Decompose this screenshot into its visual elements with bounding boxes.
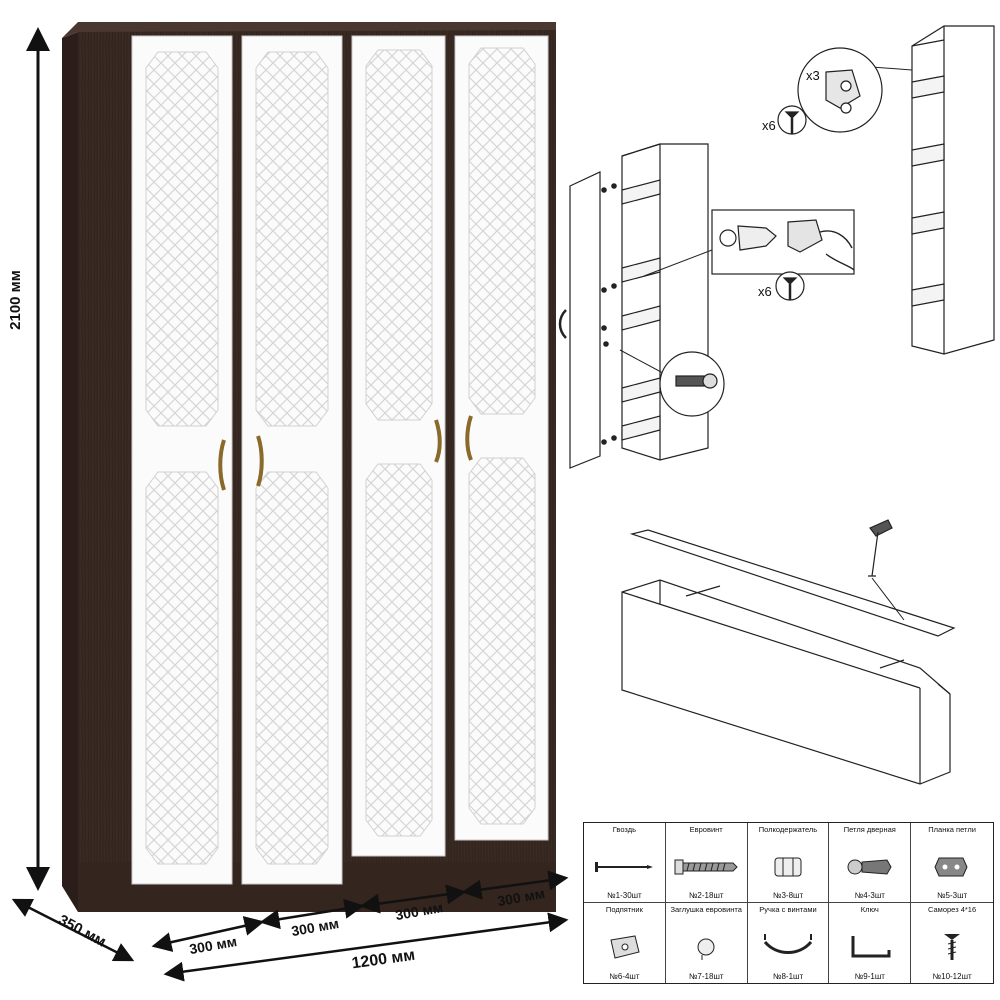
wardrobe <box>62 22 556 912</box>
part-count: №2-18шт <box>688 891 724 900</box>
part-name: Подпятник <box>605 905 643 914</box>
tall-cabinet-diagram: x3 x6 <box>762 25 995 355</box>
part-name: Ключ <box>860 905 879 914</box>
base-assembly-diagram <box>621 519 956 785</box>
confirmat-screw-callout <box>659 351 725 417</box>
part-count: №7-18шт <box>688 972 724 981</box>
part-name: Полкодержатель <box>758 825 818 834</box>
screw-icon-mid <box>775 271 805 301</box>
part-cell-nail: Гвоздь №1-30шт <box>584 823 666 903</box>
door-width-2: 300 мм <box>290 915 340 939</box>
hex-key-icon <box>851 936 891 958</box>
part-name: Саморез 4*16 <box>928 905 977 914</box>
part-cell-shelf-holder: Полкодержатель №3-8шт <box>747 823 830 903</box>
hinge-qty: x3 <box>806 68 820 83</box>
part-name: Евровинт <box>689 825 723 834</box>
euroscrew-icon <box>674 859 738 874</box>
part-count: №1-30шт <box>607 891 642 900</box>
part-count: №6-4шт <box>609 972 640 981</box>
hinge-plate-icon <box>934 857 968 876</box>
part-count: №10-12шт <box>932 972 972 981</box>
height-dimension: 2100 мм <box>7 270 24 330</box>
door-4 <box>454 35 549 841</box>
total-width-dimension: 1200 мм <box>351 947 416 973</box>
screw-qty-mid: x6 <box>758 284 772 299</box>
door-2 <box>241 35 343 885</box>
part-count: №4-3шт <box>854 891 885 900</box>
part-cell-key: Ключ №9-1шт <box>829 903 912 983</box>
door-1 <box>131 35 233 885</box>
wardrobe-side-panel <box>62 32 78 912</box>
door-handle-4 <box>465 415 473 461</box>
door-handle-1 <box>218 439 226 491</box>
part-name: Ручка с винтами <box>759 905 817 914</box>
door-hinge-icon <box>847 858 892 875</box>
hammer-icon <box>868 519 893 577</box>
nail-icon <box>595 861 654 872</box>
handle-icon <box>763 934 813 954</box>
screw-icon-top <box>777 105 807 135</box>
part-cell-hinge-plate: Планка петли №5-3шт <box>911 823 993 903</box>
part-count: №3-8шт <box>772 891 804 900</box>
part-name: Гвоздь <box>612 825 636 834</box>
door-panel <box>569 171 601 469</box>
tall-cabinet <box>911 25 995 355</box>
depth-dimension: 350 мм <box>55 911 108 950</box>
part-name: Планка петли <box>928 825 976 834</box>
hinge-screws <box>601 183 617 445</box>
part-cell-screw-cap: Заглушка евровинта №7-18шт <box>666 903 748 983</box>
part-count: №8-1шт <box>772 972 804 981</box>
hinge-detail-callout <box>711 209 855 275</box>
back-panel <box>629 529 956 637</box>
part-cell-glide: Подпятник №6-4шт <box>584 903 666 983</box>
part-name: Петля дверная <box>843 825 896 834</box>
part-name: Заглушка евровинта <box>670 905 742 914</box>
screw-qty-top: x6 <box>762 118 776 133</box>
part-count: №9-1шт <box>854 972 885 981</box>
furniture-glide-icon <box>610 935 640 959</box>
door-handle-side <box>558 309 567 339</box>
wardrobe-top <box>62 22 556 38</box>
door-handle-2 <box>256 435 264 487</box>
fittings-table: Гвоздь №1-30шт Евровинт №2-18шт Полкодер… <box>583 822 994 984</box>
part-cell-handle: Ручка с винтами №8-1шт <box>748 903 830 983</box>
part-cell-door-hinge: Петля дверная №4-3шт <box>829 823 912 903</box>
door-mount-diagram: x6 <box>558 143 855 469</box>
part-cell-euroscrew: Евровинт №2-18шт <box>665 823 748 903</box>
door-3 <box>351 35 446 857</box>
wood-screw-icon <box>944 934 961 960</box>
shelf-holder-icon <box>774 857 802 876</box>
plinth-box <box>621 579 951 785</box>
screw-cap-icon <box>697 938 715 960</box>
door-handle-3 <box>434 419 442 463</box>
part-cell-wood-screw: Саморез 4*16 №10-12шт <box>911 903 993 983</box>
hinge-plate-callout <box>797 47 883 133</box>
part-count: №5-3шт <box>936 891 968 900</box>
